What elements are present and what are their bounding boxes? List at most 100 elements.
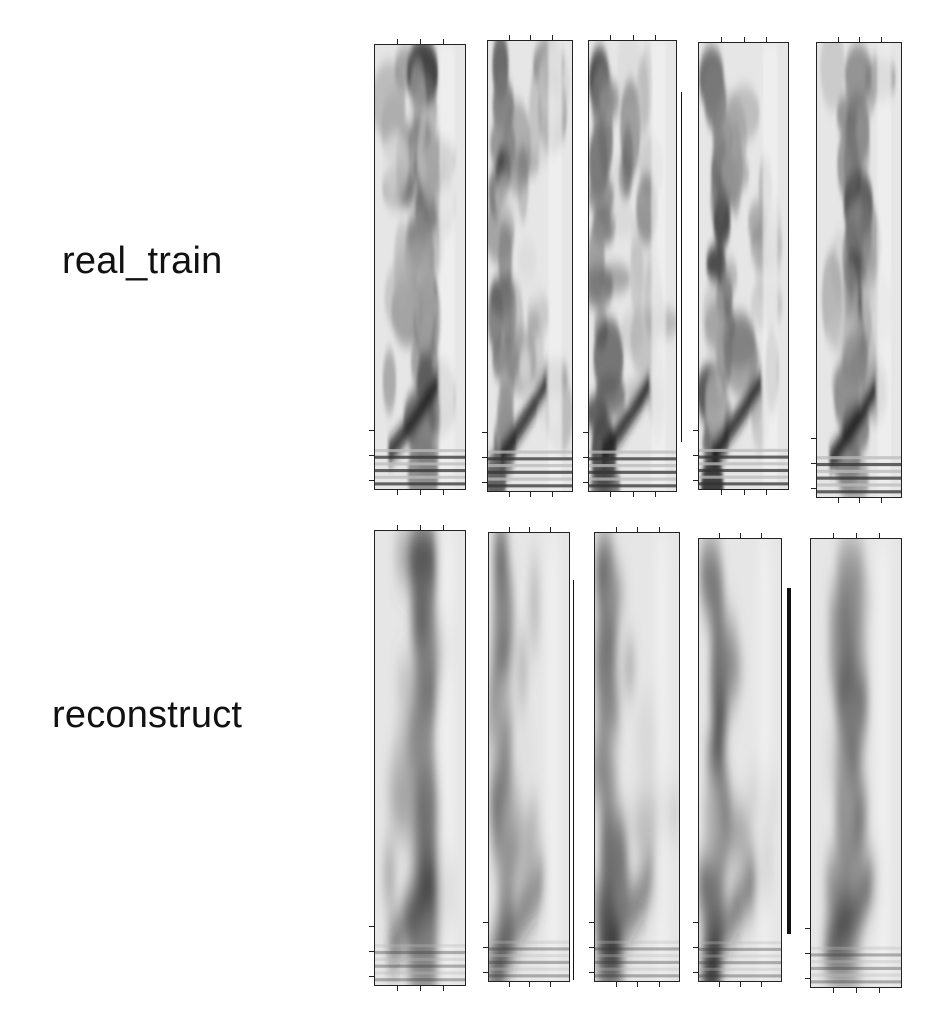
axis-tick [719, 982, 720, 987]
axis-tick [530, 492, 531, 497]
axis-tick [859, 498, 860, 503]
spectrogram-panel [816, 42, 902, 498]
spectrogram-panel [374, 44, 466, 490]
axis-tick [583, 432, 588, 433]
axis-tick [443, 986, 444, 991]
axis-tick [719, 533, 720, 538]
axis-tick [589, 922, 594, 923]
axis-tick [856, 533, 857, 538]
axis-tick [766, 490, 767, 495]
axis-tick [740, 982, 741, 987]
spectrogram-image [699, 43, 788, 489]
axis-tick [616, 527, 617, 532]
spectrogram-image [488, 41, 572, 491]
axis-tick [369, 480, 374, 481]
row-label-real-train: real_train [62, 240, 223, 282]
axis-tick [740, 533, 741, 538]
axis-tick [529, 982, 530, 987]
axis-tick [811, 463, 816, 464]
spectrogram-panel [698, 42, 789, 490]
axis-tick [550, 527, 551, 532]
axis-tick [583, 482, 588, 483]
spectrogram-image [811, 539, 901, 987]
axis-tick [659, 527, 660, 532]
axis-tick [610, 492, 611, 497]
spectrogram-image [375, 45, 465, 489]
axis-tick [420, 986, 421, 991]
axis-tick [761, 533, 762, 538]
axis-tick [443, 39, 444, 44]
axis-tick [811, 438, 816, 439]
axis-tick [811, 488, 816, 489]
spectrogram-image [699, 539, 781, 981]
axis-tick [397, 525, 398, 530]
spectrogram-image [489, 533, 569, 981]
axis-tick [879, 988, 880, 993]
axis-tick [589, 947, 594, 948]
axis-tick [616, 982, 617, 987]
axis-tick [881, 37, 882, 42]
axis-tick [659, 982, 660, 987]
divider-line [681, 92, 682, 442]
axis-tick [633, 492, 634, 497]
axis-tick [721, 37, 722, 42]
axis-tick [583, 457, 588, 458]
axis-tick [483, 972, 488, 973]
axis-tick [589, 972, 594, 973]
axis-tick [693, 947, 698, 948]
axis-tick [397, 39, 398, 44]
spectrogram-panel [488, 532, 570, 982]
axis-tick [529, 527, 530, 532]
axis-tick [552, 492, 553, 497]
axis-tick [805, 953, 810, 954]
divider-line [787, 588, 791, 934]
axis-tick [805, 928, 810, 929]
axis-tick [655, 492, 656, 497]
axis-tick [483, 922, 488, 923]
axis-tick [761, 982, 762, 987]
axis-tick [838, 37, 839, 42]
axis-tick [482, 457, 487, 458]
axis-tick [369, 951, 374, 952]
axis-tick [856, 988, 857, 993]
axis-tick [693, 455, 698, 456]
axis-tick [397, 490, 398, 495]
axis-tick [509, 35, 510, 40]
axis-tick [879, 533, 880, 538]
axis-tick [637, 982, 638, 987]
axis-tick [693, 480, 698, 481]
axis-tick [550, 982, 551, 987]
axis-tick [420, 525, 421, 530]
axis-tick [443, 490, 444, 495]
axis-tick [509, 982, 510, 987]
axis-tick [420, 490, 421, 495]
divider-line [573, 580, 574, 980]
axis-tick [859, 37, 860, 42]
axis-tick [838, 498, 839, 503]
spectrogram-panel [810, 538, 902, 988]
axis-tick [530, 35, 531, 40]
axis-tick [610, 35, 611, 40]
axis-tick [633, 35, 634, 40]
axis-tick [881, 498, 882, 503]
axis-tick [833, 988, 834, 993]
axis-tick [397, 986, 398, 991]
spectrogram-image [589, 41, 676, 491]
row-label-reconstruct: reconstruct [52, 694, 243, 736]
axis-tick [509, 527, 510, 532]
spectrogram-panel [698, 538, 782, 982]
axis-tick [637, 527, 638, 532]
spectrogram-panel [374, 530, 466, 986]
axis-tick [482, 482, 487, 483]
axis-tick [552, 35, 553, 40]
spectrogram-panel [594, 532, 680, 982]
axis-tick [655, 35, 656, 40]
axis-tick [693, 430, 698, 431]
axis-tick [482, 432, 487, 433]
axis-tick [766, 37, 767, 42]
axis-tick [369, 976, 374, 977]
axis-tick [693, 922, 698, 923]
axis-tick [833, 533, 834, 538]
axis-tick [744, 490, 745, 495]
axis-tick [369, 430, 374, 431]
